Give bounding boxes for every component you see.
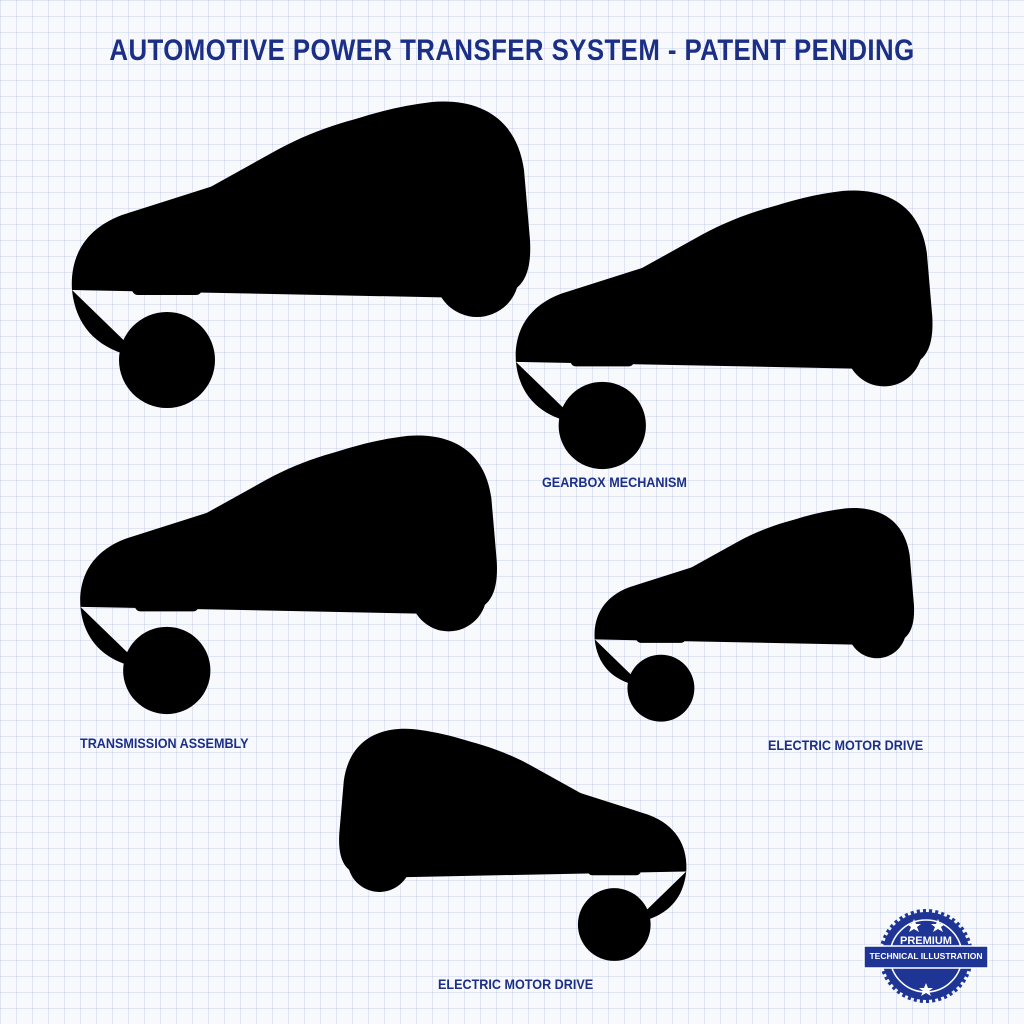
car-diagram-middle-right bbox=[594, 508, 915, 722]
car-diagram-middle-left bbox=[80, 435, 498, 715]
page-title: AUTOMOTIVE POWER TRANSFER SYSTEM - PATEN… bbox=[109, 34, 915, 67]
seal-line-1: PREMIUM bbox=[900, 935, 952, 947]
seal-badge-icon bbox=[863, 909, 989, 1003]
caption-transmission: TRANSMISSION ASSEMBLY bbox=[80, 735, 249, 751]
caption-electric-bottom: ELECTRIC MOTOR DRIVE bbox=[438, 976, 594, 992]
caption-gearbox: GEARBOX MECHANISM bbox=[542, 474, 687, 490]
car-diagram-top-right bbox=[515, 190, 933, 470]
car-diagram-bottom bbox=[339, 728, 687, 961]
car-diagram-top-left bbox=[71, 101, 531, 408]
seal-line-2: TECHNICAL ILLUSTRATION bbox=[869, 951, 983, 961]
premium-seal: PREMIUM TECHNICAL ILLUSTRATION bbox=[862, 908, 990, 1004]
caption-electric-right: ELECTRIC MOTOR DRIVE bbox=[768, 737, 924, 753]
